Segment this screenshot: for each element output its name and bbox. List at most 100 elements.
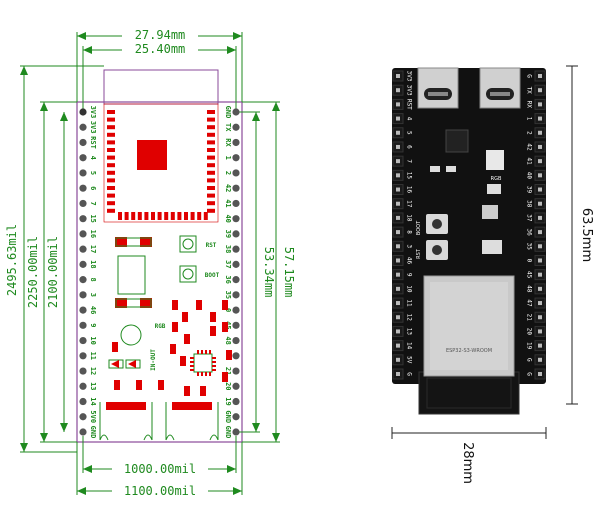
smd-part — [184, 334, 190, 344]
layout-pin-left-label: 3V3 — [89, 121, 97, 134]
layout-pin-right-label: 19 — [224, 397, 232, 405]
layout-pin-left-label: 10 — [89, 336, 97, 344]
left-pin-column: 3V33V3RST4567151617188346910111213145V0G… — [79, 106, 97, 439]
photo-pin-right-tip — [538, 74, 542, 78]
smd-part — [222, 322, 228, 332]
layout-pin-left — [79, 154, 87, 162]
module-pad — [144, 212, 149, 220]
smd-part — [172, 300, 178, 310]
photo-pin-left-label: 3V3 — [406, 85, 413, 96]
chip-pin — [209, 372, 211, 376]
module-pad — [118, 212, 122, 220]
photo-pin-left-label: RST — [406, 99, 413, 110]
layout-pin-right-label: 42 — [224, 184, 232, 192]
photo-pin-right-label: RX — [526, 101, 533, 109]
photo-pin-right-label: 37 — [526, 214, 533, 222]
dim-bottom-outer: 1100.00mil — [124, 484, 196, 498]
photo-pin-right-tip — [538, 88, 542, 93]
layout-pin-right — [232, 108, 240, 116]
module-pad — [124, 212, 129, 220]
smd-part — [196, 300, 202, 310]
module-footprint — [103, 103, 219, 223]
photo-rgb-label: RGB — [491, 176, 502, 182]
layout-pin-left-label: 14 — [89, 397, 97, 405]
layout-pin-right — [232, 230, 240, 238]
layout-pin-left — [79, 306, 87, 314]
layout-pin-right-label: GND — [224, 106, 232, 119]
layout-pin-left-label: GND — [89, 426, 97, 439]
module-pad — [207, 140, 215, 145]
smd-part — [222, 300, 228, 310]
layout-pin-left — [79, 245, 87, 253]
module-pad — [107, 186, 115, 190]
photo-pin-left-label: 13 — [406, 328, 413, 336]
photo-width-label: 28mm — [460, 442, 475, 484]
chip-pin — [197, 372, 199, 376]
photo-pin-right-tip — [538, 130, 542, 135]
photo-pin-right-tip — [538, 329, 542, 334]
photo-height-label: 63.5mm — [579, 208, 594, 262]
photo-pin-right-label: 48 — [526, 285, 533, 293]
photo-pin-left-tip — [396, 357, 400, 362]
chip-pin — [212, 361, 216, 363]
photo-pin-right-tip — [538, 159, 542, 164]
layout-components: RST BOOT RGB IN-OUT — [99, 235, 232, 441]
layout-pin-right-label: 40 — [224, 214, 232, 222]
rst-silk-label: RST — [206, 242, 217, 249]
photo-pin-left-tip — [396, 173, 400, 178]
module-pad — [207, 117, 215, 122]
module-pad — [151, 212, 155, 220]
dim-width-outer: 27.94mm — [135, 28, 186, 42]
smd-part — [180, 356, 186, 366]
photo-pin-left-tip — [396, 102, 400, 107]
photo-pin-left-label: 18 — [406, 214, 413, 222]
photo-pin-right-label: 38 — [526, 200, 533, 208]
photo-pin-right-tip — [538, 372, 542, 376]
module-pad — [207, 125, 215, 130]
photo-pin-left-label: 8 — [406, 230, 413, 234]
module-pad — [164, 212, 169, 220]
usb-outline-left — [103, 69, 219, 105]
layout-pin-right-label: 21 — [224, 367, 232, 375]
layout-pin-right-label: GND — [224, 426, 232, 439]
layout-pin-left-label: 15 — [89, 214, 97, 222]
module-pad — [207, 163, 215, 168]
photo-pin-right-label: G — [526, 74, 533, 78]
photo-pin-left-tip — [396, 272, 400, 277]
thermal-pad — [137, 140, 167, 170]
photo-pin-right-label: 21 — [526, 314, 533, 322]
layout-pin-right-label: 37 — [224, 260, 232, 268]
layout-pin-right — [232, 397, 240, 406]
module-pad — [137, 212, 142, 220]
smd-part — [182, 312, 188, 322]
dim-bottom-inner: 1000.00mil — [124, 462, 196, 476]
smd-part — [226, 350, 232, 360]
layout-pin-left — [79, 199, 87, 208]
layout-pin-right — [232, 382, 240, 390]
layout-pin-left — [79, 291, 87, 299]
layout-pin-right — [232, 291, 240, 299]
photo-pin-left-tip — [396, 286, 400, 291]
photo-pin-left-tip — [396, 301, 400, 306]
photo-pin-left-tip — [396, 144, 400, 149]
module-pad — [170, 212, 175, 220]
chip-pin — [190, 369, 194, 371]
rst-button-footprint — [179, 235, 197, 253]
smd-part — [114, 380, 120, 390]
photo-pin-right-tip — [538, 357, 542, 362]
chip-pin — [205, 350, 207, 354]
smd-part — [170, 344, 176, 354]
layout-pin-right-label: 39 — [224, 230, 232, 238]
photo-pin-left-tip — [396, 244, 400, 249]
dim-height-1: 2495.63mil — [5, 224, 19, 296]
photo-pin-right-tip — [538, 258, 542, 263]
module-pad — [207, 193, 215, 198]
module-pad — [207, 132, 215, 137]
photo-pin-left-label: 15 — [406, 172, 413, 180]
layout-pin-left-label: 7 — [89, 201, 97, 205]
photo-pin-left-tip — [396, 329, 400, 334]
chip-pin — [212, 357, 216, 359]
photo-pin-left-tip — [396, 130, 400, 135]
module-pad — [197, 212, 202, 220]
